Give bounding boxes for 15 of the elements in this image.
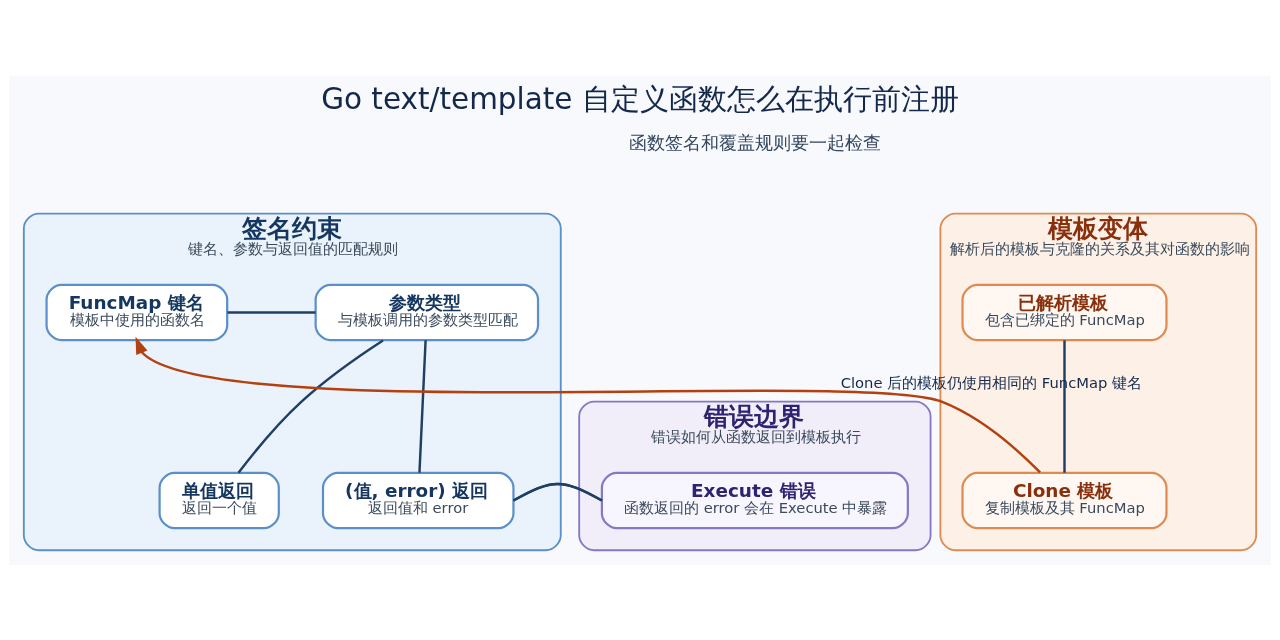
diagram-title: Go text/template 自定义函数怎么在执行前注册: [321, 81, 959, 116]
connector: [512, 482, 603, 502]
node-box: Execute 错误 函数返回的 error 会在 Execute 中暴露: [600, 471, 909, 529]
connector: [237, 338, 384, 473]
node-box: 单值返回 返回一个值: [158, 471, 280, 529]
connector: [227, 310, 316, 314]
arrow: [135, 336, 1041, 473]
node-box: 参数类型 与模板调用的参数类型匹配: [314, 283, 540, 341]
node-box: 已解析模板 包含已绑定的 FuncMap: [961, 283, 1168, 341]
node-box: FuncMap 键名 模板中使用的函数名: [45, 283, 229, 341]
connector: [418, 339, 427, 473]
label: 函数签名和覆盖规则要一起检查: [628, 131, 881, 153]
node-box: (值, error) 返回 返回值和 error: [321, 471, 515, 529]
connector: [1063, 339, 1066, 473]
node-box: Clone 模板 复制模板及其 FuncMap: [961, 471, 1168, 529]
